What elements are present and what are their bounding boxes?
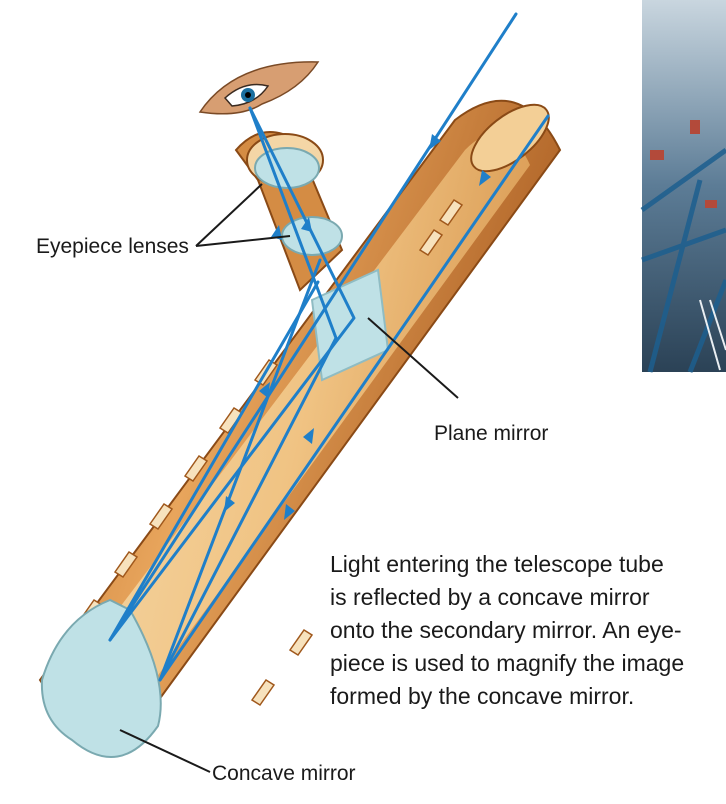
observatory-photo [642,0,726,372]
caption-line: onto the secondary mirror. An eye- [330,614,726,647]
eye-icon [200,62,318,114]
caption: Light entering the telescope tube is ref… [330,548,726,713]
caption-line: piece is used to magnify the image [330,647,726,680]
plane-mirror-label: Plane mirror [434,422,548,445]
caption-line: formed by the concave mirror. [330,680,726,713]
caption-line: is reflected by a concave mirror [330,581,726,614]
caption-line: Light entering the telescope tube [330,548,726,581]
light-ray-outer [110,14,516,640]
eyepiece-lenses-label: Eyepiece lenses [36,235,189,258]
concave-mirror-label: Concave mirror [212,762,356,785]
